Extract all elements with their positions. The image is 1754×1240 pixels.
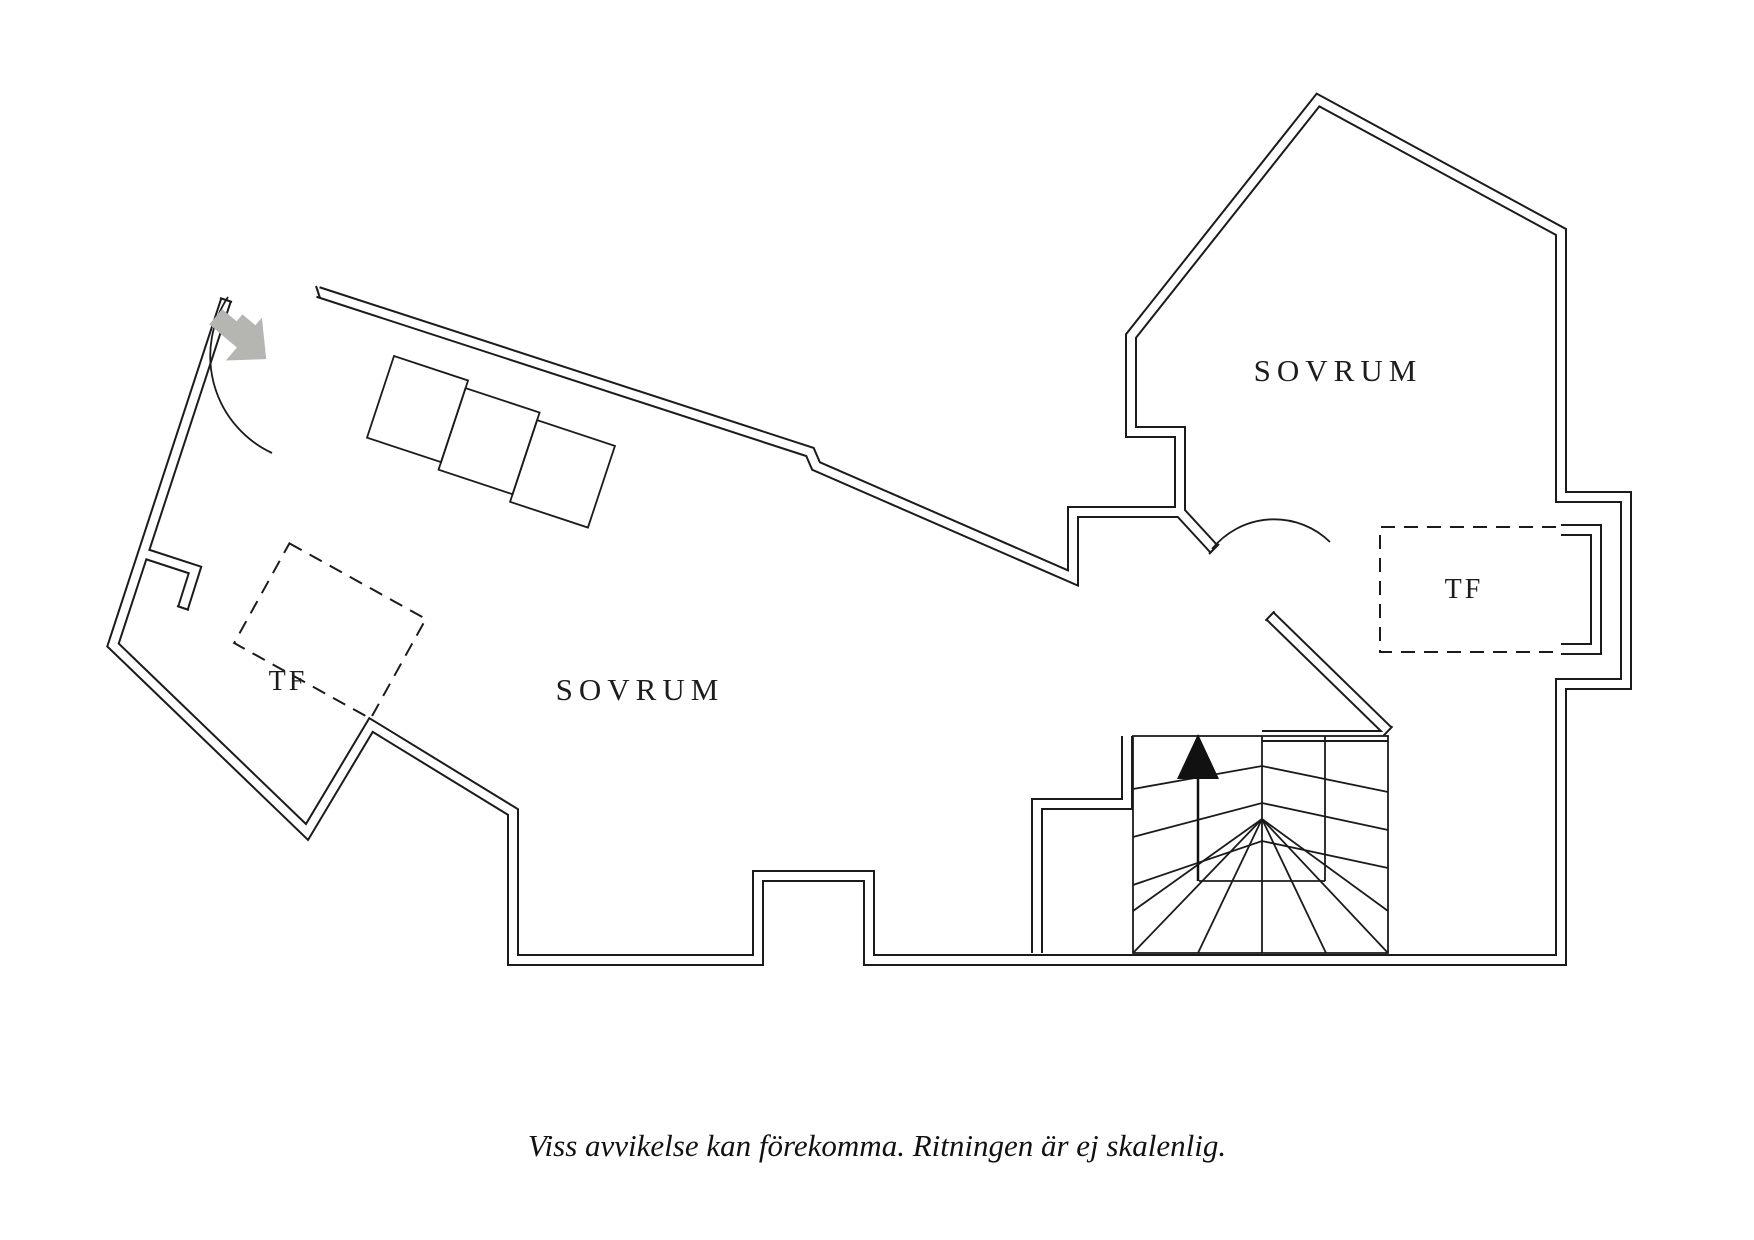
closet-label-tf-left: TF xyxy=(269,666,308,697)
room-label-sovrum-main: SOVRUM xyxy=(556,672,725,707)
wall-end-caps xyxy=(176,285,1394,737)
entry-arrow-icon xyxy=(209,309,267,361)
staircase xyxy=(1132,734,1389,954)
disclaimer-caption: Viss avvikelse kan förekomma. Ritningen … xyxy=(527,1128,1227,1163)
walls xyxy=(106,92,1632,966)
walls-core xyxy=(108,94,1630,964)
bedroom-door-arc xyxy=(1211,518,1331,550)
tf-left-box xyxy=(232,541,428,721)
wardrobe-row xyxy=(365,354,617,529)
tf-right-box xyxy=(1379,526,1556,653)
stair-up-arrow-icon xyxy=(1177,734,1219,881)
room-label-sovrum-upper: SOVRUM xyxy=(1254,353,1423,388)
closet-label-tf-right: TF xyxy=(1445,574,1484,605)
